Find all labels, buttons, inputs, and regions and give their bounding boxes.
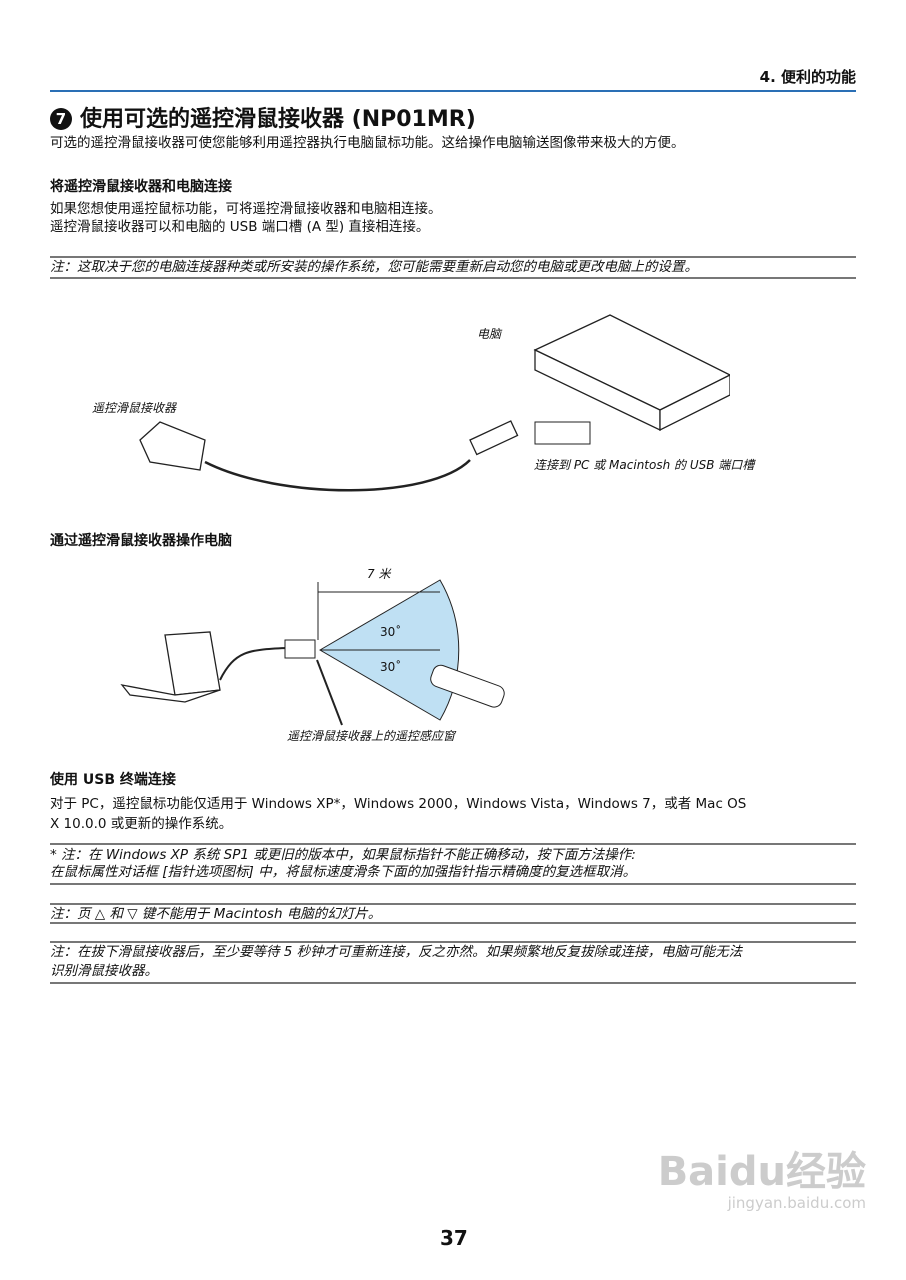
usb-line-1: 对于 PC，遥控鼠标功能仅适用于 Windows XP*，Windows 200… xyxy=(50,796,747,812)
note3-line-2: 识别滑鼠接收器。 xyxy=(50,963,158,979)
angle-top-label: 30˚ xyxy=(380,625,402,639)
note3-line-1: 注：在拔下滑鼠接收器后，至少要等待 5 秒钟才可重新连接，反之亦然。如果频繁地反… xyxy=(50,944,743,960)
note-rule xyxy=(50,256,856,258)
laptop-open-icon xyxy=(120,631,221,703)
usb-port-icon xyxy=(534,421,591,445)
receiver-computer-illustration xyxy=(139,314,730,492)
remote-control-icon xyxy=(430,664,505,708)
section-number-icon: 7 xyxy=(50,108,72,130)
receiver-dongle-icon xyxy=(139,420,519,492)
header-rule xyxy=(50,90,856,92)
note-rule xyxy=(50,982,856,984)
operating-range-illustration xyxy=(120,579,505,726)
connect-note: 注：这取决于您的电脑连接器种类或所安装的操作系统，您可能需要重新启动您的电脑或更… xyxy=(50,259,698,275)
page-number: 37 xyxy=(440,1226,468,1250)
note-rule xyxy=(50,941,856,943)
note-rule xyxy=(50,277,856,279)
chapter-header: 4. 便利的功能 xyxy=(759,68,856,86)
connect-line-1: 如果您想使用遥控鼠标功能，可将遥控滑鼠接收器和电脑相连接。 xyxy=(50,201,442,217)
usb-port-label: 连接到 PC 或 Macintosh 的 USB 端口槽 xyxy=(534,458,755,472)
usb-heading: 使用 USB 终端连接 xyxy=(50,772,176,788)
computer-label: 电脑 xyxy=(477,327,502,341)
operate-heading: 通过遥控滑鼠接收器操作电脑 xyxy=(50,533,232,549)
note2: 注：页 △ 和 ▽ 键不能用于 Macintosh 电脑的幻灯片。 xyxy=(50,906,382,922)
receiver-icon xyxy=(284,639,316,659)
connect-line-2: 遥控滑鼠接收器可以和电脑的 USB 端口槽 (A 型) 直接相连接。 xyxy=(50,219,430,235)
note-rule xyxy=(50,883,856,885)
distance-label: 7 米 xyxy=(367,567,391,581)
angle-bottom-label: 30˚ xyxy=(380,660,402,674)
laptop-closed-icon xyxy=(533,314,730,432)
note-rule xyxy=(50,922,856,924)
note-rule xyxy=(50,903,856,905)
intro-text: 可选的遥控滑鼠接收器可使您能够利用遥控器执行电脑鼠标功能。这给操作电脑输送图像带… xyxy=(50,135,685,151)
connect-heading: 将遥控滑鼠接收器和电脑连接 xyxy=(50,179,232,195)
note1-line-1: * 注：在 Windows XP 系统 SP1 或更旧的版本中，如果鼠标指针不能… xyxy=(50,847,636,863)
sensor-label: 遥控滑鼠接收器上的遥控感应窗 xyxy=(287,729,456,743)
receiver-label: 遥控滑鼠接收器 xyxy=(92,401,177,415)
usb-line-2: X 10.0.0 或更新的操作系统。 xyxy=(50,816,233,832)
note-rule xyxy=(50,843,856,845)
note1-line-2: 在鼠标属性对话框 [指针选项图标] 中，将鼠标速度滑条下面的加强指针指示精确度的… xyxy=(50,864,637,880)
